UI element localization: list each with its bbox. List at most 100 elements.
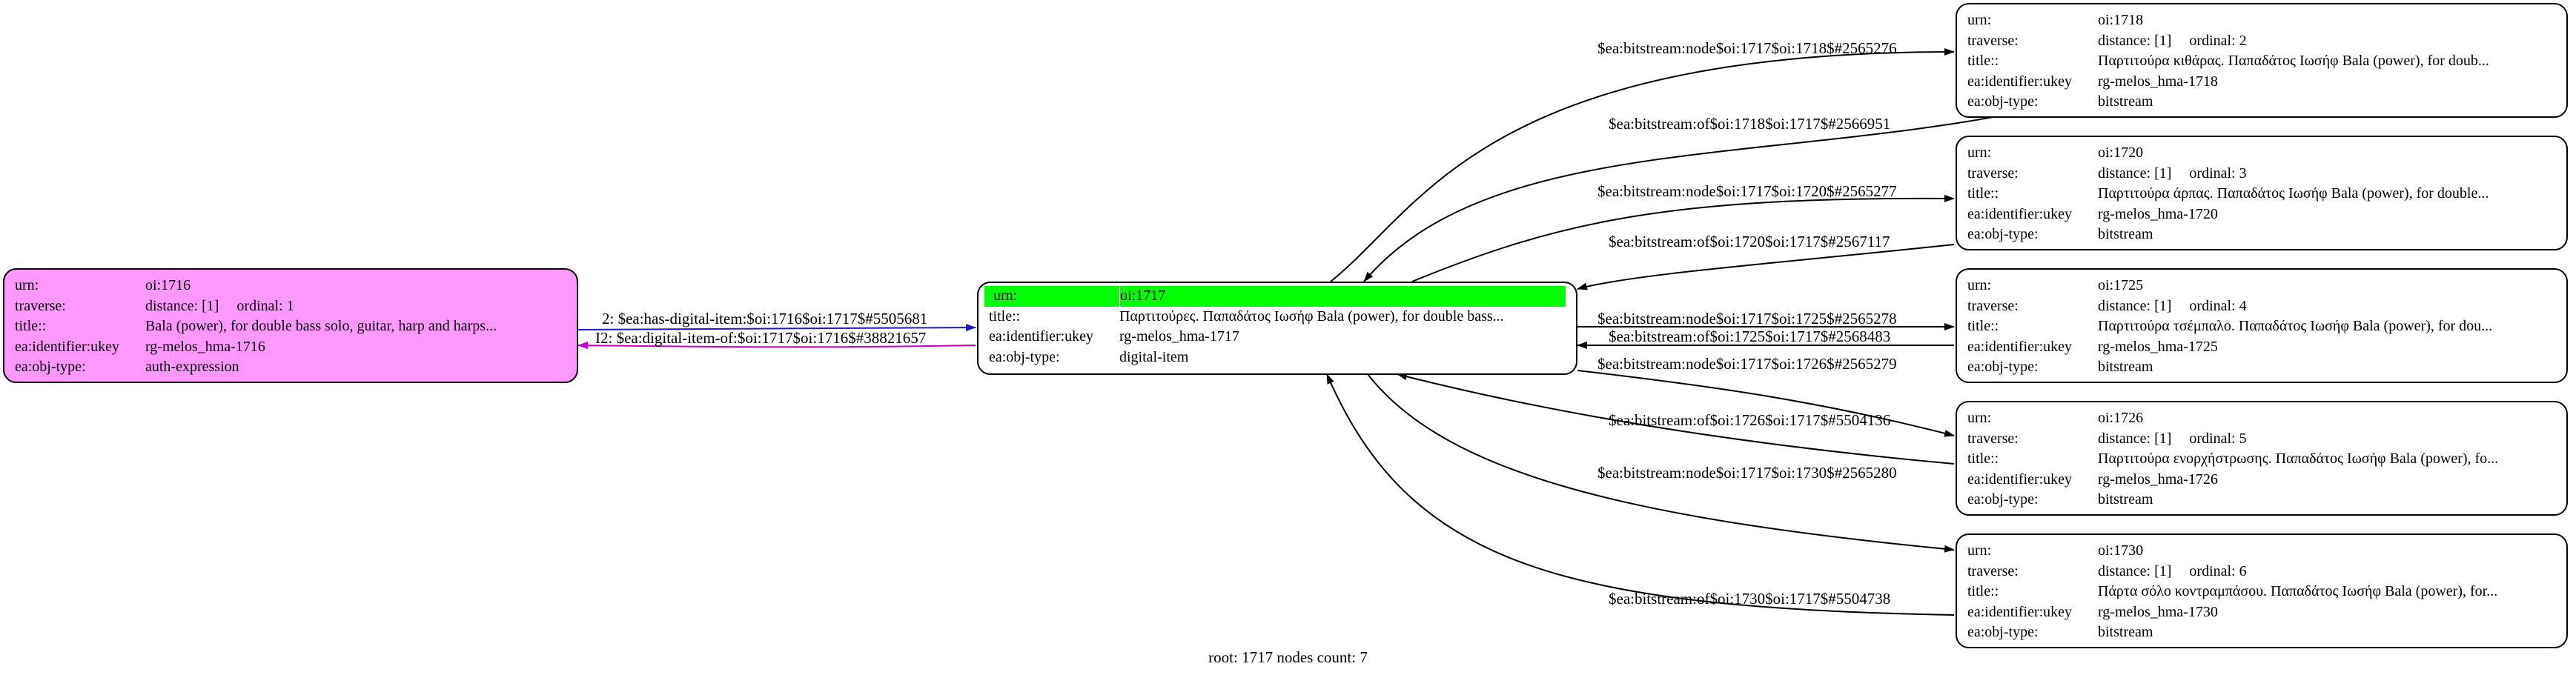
field-value: rg-melos_hma-1717 xyxy=(1119,328,1239,345)
field-value: auth-expression xyxy=(145,359,239,375)
field-value: bitstream xyxy=(2098,359,2153,375)
node-row-traverse: traverse: distance: [1]ordinal: 1 xyxy=(15,296,577,317)
field-value: rg-melos_hma-1725 xyxy=(2098,338,2218,355)
field-value: distance: [1]ordinal: 1 xyxy=(145,296,577,317)
field-value: oi:1730 xyxy=(2098,542,2144,559)
field-value: distance: [1] ordinal: 6 xyxy=(2098,562,2566,582)
field-value: Παρτιτούρα κιθάρας. Παπαδάτος Ιωσήφ Bala… xyxy=(2098,53,2489,69)
edge-label-digital-item-of: I2: $ea:digital-item-of:$oi:1717$oi:1716… xyxy=(595,329,926,347)
node-row-ukey: ea:identifier:ukey rg-melos_hma-1725 xyxy=(1967,337,2566,358)
field-value: oi:1718 xyxy=(2098,12,2144,28)
node-row-urn: urn:oi:1717 xyxy=(984,286,1566,307)
field-key: title:: xyxy=(1967,318,1999,334)
node-oi-1726[interactable]: urn: oi:1726 traverse: distance: [1]ordina… xyxy=(1956,401,2568,516)
node-row-type: ea:obj-type: auth-expression xyxy=(15,357,577,378)
distance-value: distance: [1] xyxy=(2098,430,2172,447)
edge-node-1718 xyxy=(1330,48,1955,282)
ordinal-value: ordinal: 6 xyxy=(2189,562,2247,579)
node-oi-1716[interactable]: urn: oi:1716 traverse: distance: [1]ordina… xyxy=(3,268,578,383)
distance-value: distance: [1] xyxy=(2098,32,2172,49)
edge-label-has-digital-item: 2: $ea:has-digital-item:$oi:1716$oi:1717… xyxy=(602,310,927,327)
node-row-urn: urn: oi:1730 xyxy=(1967,541,2566,562)
field-key: ea:obj-type: xyxy=(989,348,1060,365)
field-value: distance: [1] ordinal: 2 xyxy=(2098,31,2566,52)
edge-label-node-1725: $ea:bitstream:node$oi:1717$oi:1725$#2565… xyxy=(1597,310,1897,327)
node-row-title: title::Παρτιτούρες. Παπαδάτος Ιωσήφ Bala… xyxy=(989,307,1576,327)
edge-label-node-1730: $ea:bitstream:node$oi:1717$oi:1730$#2565… xyxy=(1597,464,1897,482)
ordinal-value: ordinal: 2 xyxy=(2189,32,2247,49)
edge-label-node-1720: $ea:bitstream:node$oi:1717$oi:1720$#2565… xyxy=(1597,182,1897,200)
field-key: urn: xyxy=(15,277,39,293)
field-value: rg-melos_hma-1718 xyxy=(2098,73,2218,90)
field-value: digital-item xyxy=(1119,348,1189,365)
edge-label-of-1718: $ea:bitstream:of$oi:1718$oi:1717$#256695… xyxy=(1609,115,1890,133)
field-key: urn: xyxy=(1967,12,1992,28)
node-row-title: title::Bala (power), for double bass sol… xyxy=(15,316,577,337)
field-value: rg-melos_hma-1730 xyxy=(2098,603,2218,620)
field-value: rg-melos_hma-1720 xyxy=(2098,205,2218,222)
ordinal-value: ordinal: 1 xyxy=(236,297,294,314)
node-row-urn: urn: oi:1716 xyxy=(15,276,577,296)
field-key: urn: xyxy=(1967,542,1992,559)
field-value: rg-melos_hma-1716 xyxy=(145,338,265,355)
field-value: oi:1726 xyxy=(2098,410,2144,426)
field-value: Bala (power), for double bass solo, guit… xyxy=(145,318,497,334)
node-row-traverse: traverse:distance: [1]ordinal: 4 xyxy=(1967,296,2566,317)
node-oi-1717[interactable]: urn:oi:1717 title::Παρτιτούρες. Παπαδάτο… xyxy=(977,282,1577,375)
graph-footer: root: 1717 nodes count: 7 xyxy=(1208,648,1368,666)
field-value: rg-melos_hma-1726 xyxy=(2098,470,2218,488)
field-key: traverse: xyxy=(1967,164,2019,182)
node-row-title: title::Πάρτα σόλο κοντραμπάσου. Παπαδάτο… xyxy=(1967,582,2566,602)
node-row-traverse: traverse:distance: [1]ordinal: 3 xyxy=(1967,164,2566,184)
distance-value: distance: [1] xyxy=(2098,562,2172,579)
node-row-title: title::Παρτιτούρα ενορχήστρωσης. Παπαδάτ… xyxy=(1967,449,2566,470)
edge-label-node-1726: $ea:bitstream:node$oi:1717$oi:1726$#2565… xyxy=(1597,355,1897,373)
field-key: title:: xyxy=(1967,53,1999,69)
node-oi-1725[interactable]: urn:oi:1725 traverse:distance: [1]ordina… xyxy=(1956,268,2568,383)
node-row-urn: urn: oi:1726 xyxy=(1967,408,2566,429)
field-value: Παρτιτούρες. Παπαδάτος Ιωσήφ Bala (power… xyxy=(1119,307,1504,325)
field-key: ea:obj-type: xyxy=(15,359,86,375)
node-row-traverse: traverse: distance: [1] ordinal: 2 xyxy=(1967,31,2566,52)
field-key: traverse: xyxy=(1967,32,2019,49)
field-value: oi:1717 xyxy=(1120,287,1166,304)
node-row-title: title::Παρτιτούρα τσέμπαλο. Παπαδάτος Ιω… xyxy=(1967,316,2566,337)
node-oi-1720[interactable]: urn:oi:1720 traverse:distance: [1]ordina… xyxy=(1956,136,2568,250)
field-key: ea:identifier:ukey xyxy=(1967,73,2073,90)
field-key: title:: xyxy=(1967,185,1999,202)
field-key: title:: xyxy=(989,307,1021,325)
field-key: urn: xyxy=(1967,410,1992,426)
field-value: distance: [1]ordinal: 4 xyxy=(2098,296,2566,317)
node-row-type: ea:obj-type: bitstream xyxy=(1967,357,2566,378)
field-key: title:: xyxy=(1967,583,1999,599)
node-oi-1730[interactable]: urn:oi:1730 traverse:distance: [1]ordina… xyxy=(1956,533,2568,648)
edge-of-1720 xyxy=(1577,244,1955,290)
node-row-ukey: ea:identifier:ukey rg-melos_hma-1718 xyxy=(1967,72,2566,93)
field-key: ea:identifier:ukey xyxy=(1967,470,2073,488)
field-value: bitstream xyxy=(2098,226,2153,242)
edge-of-1718 xyxy=(1363,115,2002,282)
field-key: title:: xyxy=(15,318,47,334)
field-key: ea:obj-type: xyxy=(1967,624,2039,640)
field-value: oi:1716 xyxy=(145,277,191,293)
field-key: ea:identifier:ukey xyxy=(1967,205,2073,222)
field-key: traverse: xyxy=(15,297,66,314)
field-value: bitstream xyxy=(2098,624,2153,640)
field-value: Παρτιτούρα άρπας. Παπαδάτος Ιωσήφ Bala (… xyxy=(2098,185,2489,202)
field-key: ea:identifier:ukey xyxy=(1967,338,2073,355)
field-value: Παρτιτούρα ενορχήστρωσης. Παπαδάτος Ιωσή… xyxy=(2098,450,2499,467)
field-key: ea:obj-type: xyxy=(1967,359,2039,375)
node-row-title: title::Παρτιτούρα κιθάρας. Παπαδάτος Ιωσ… xyxy=(1967,51,2566,72)
edge-node-1720 xyxy=(1411,194,1955,282)
node-oi-1718[interactable]: urn: oi:1718 traverse: distance: [1] ordina… xyxy=(1956,3,2568,118)
field-key: traverse: xyxy=(1967,430,2019,447)
field-value: Πάρτα σόλο κοντραμπάσου. Παπαδάτος Ιωσήφ… xyxy=(2098,583,2498,599)
field-key: urn: xyxy=(1967,277,1992,293)
field-value: distance: [1]ordinal: 5 xyxy=(2098,429,2566,450)
node-row-type: ea:obj-type: digital-item xyxy=(989,348,1576,368)
field-key: urn: xyxy=(1967,144,1992,161)
edge-has-digital-item xyxy=(576,324,976,332)
